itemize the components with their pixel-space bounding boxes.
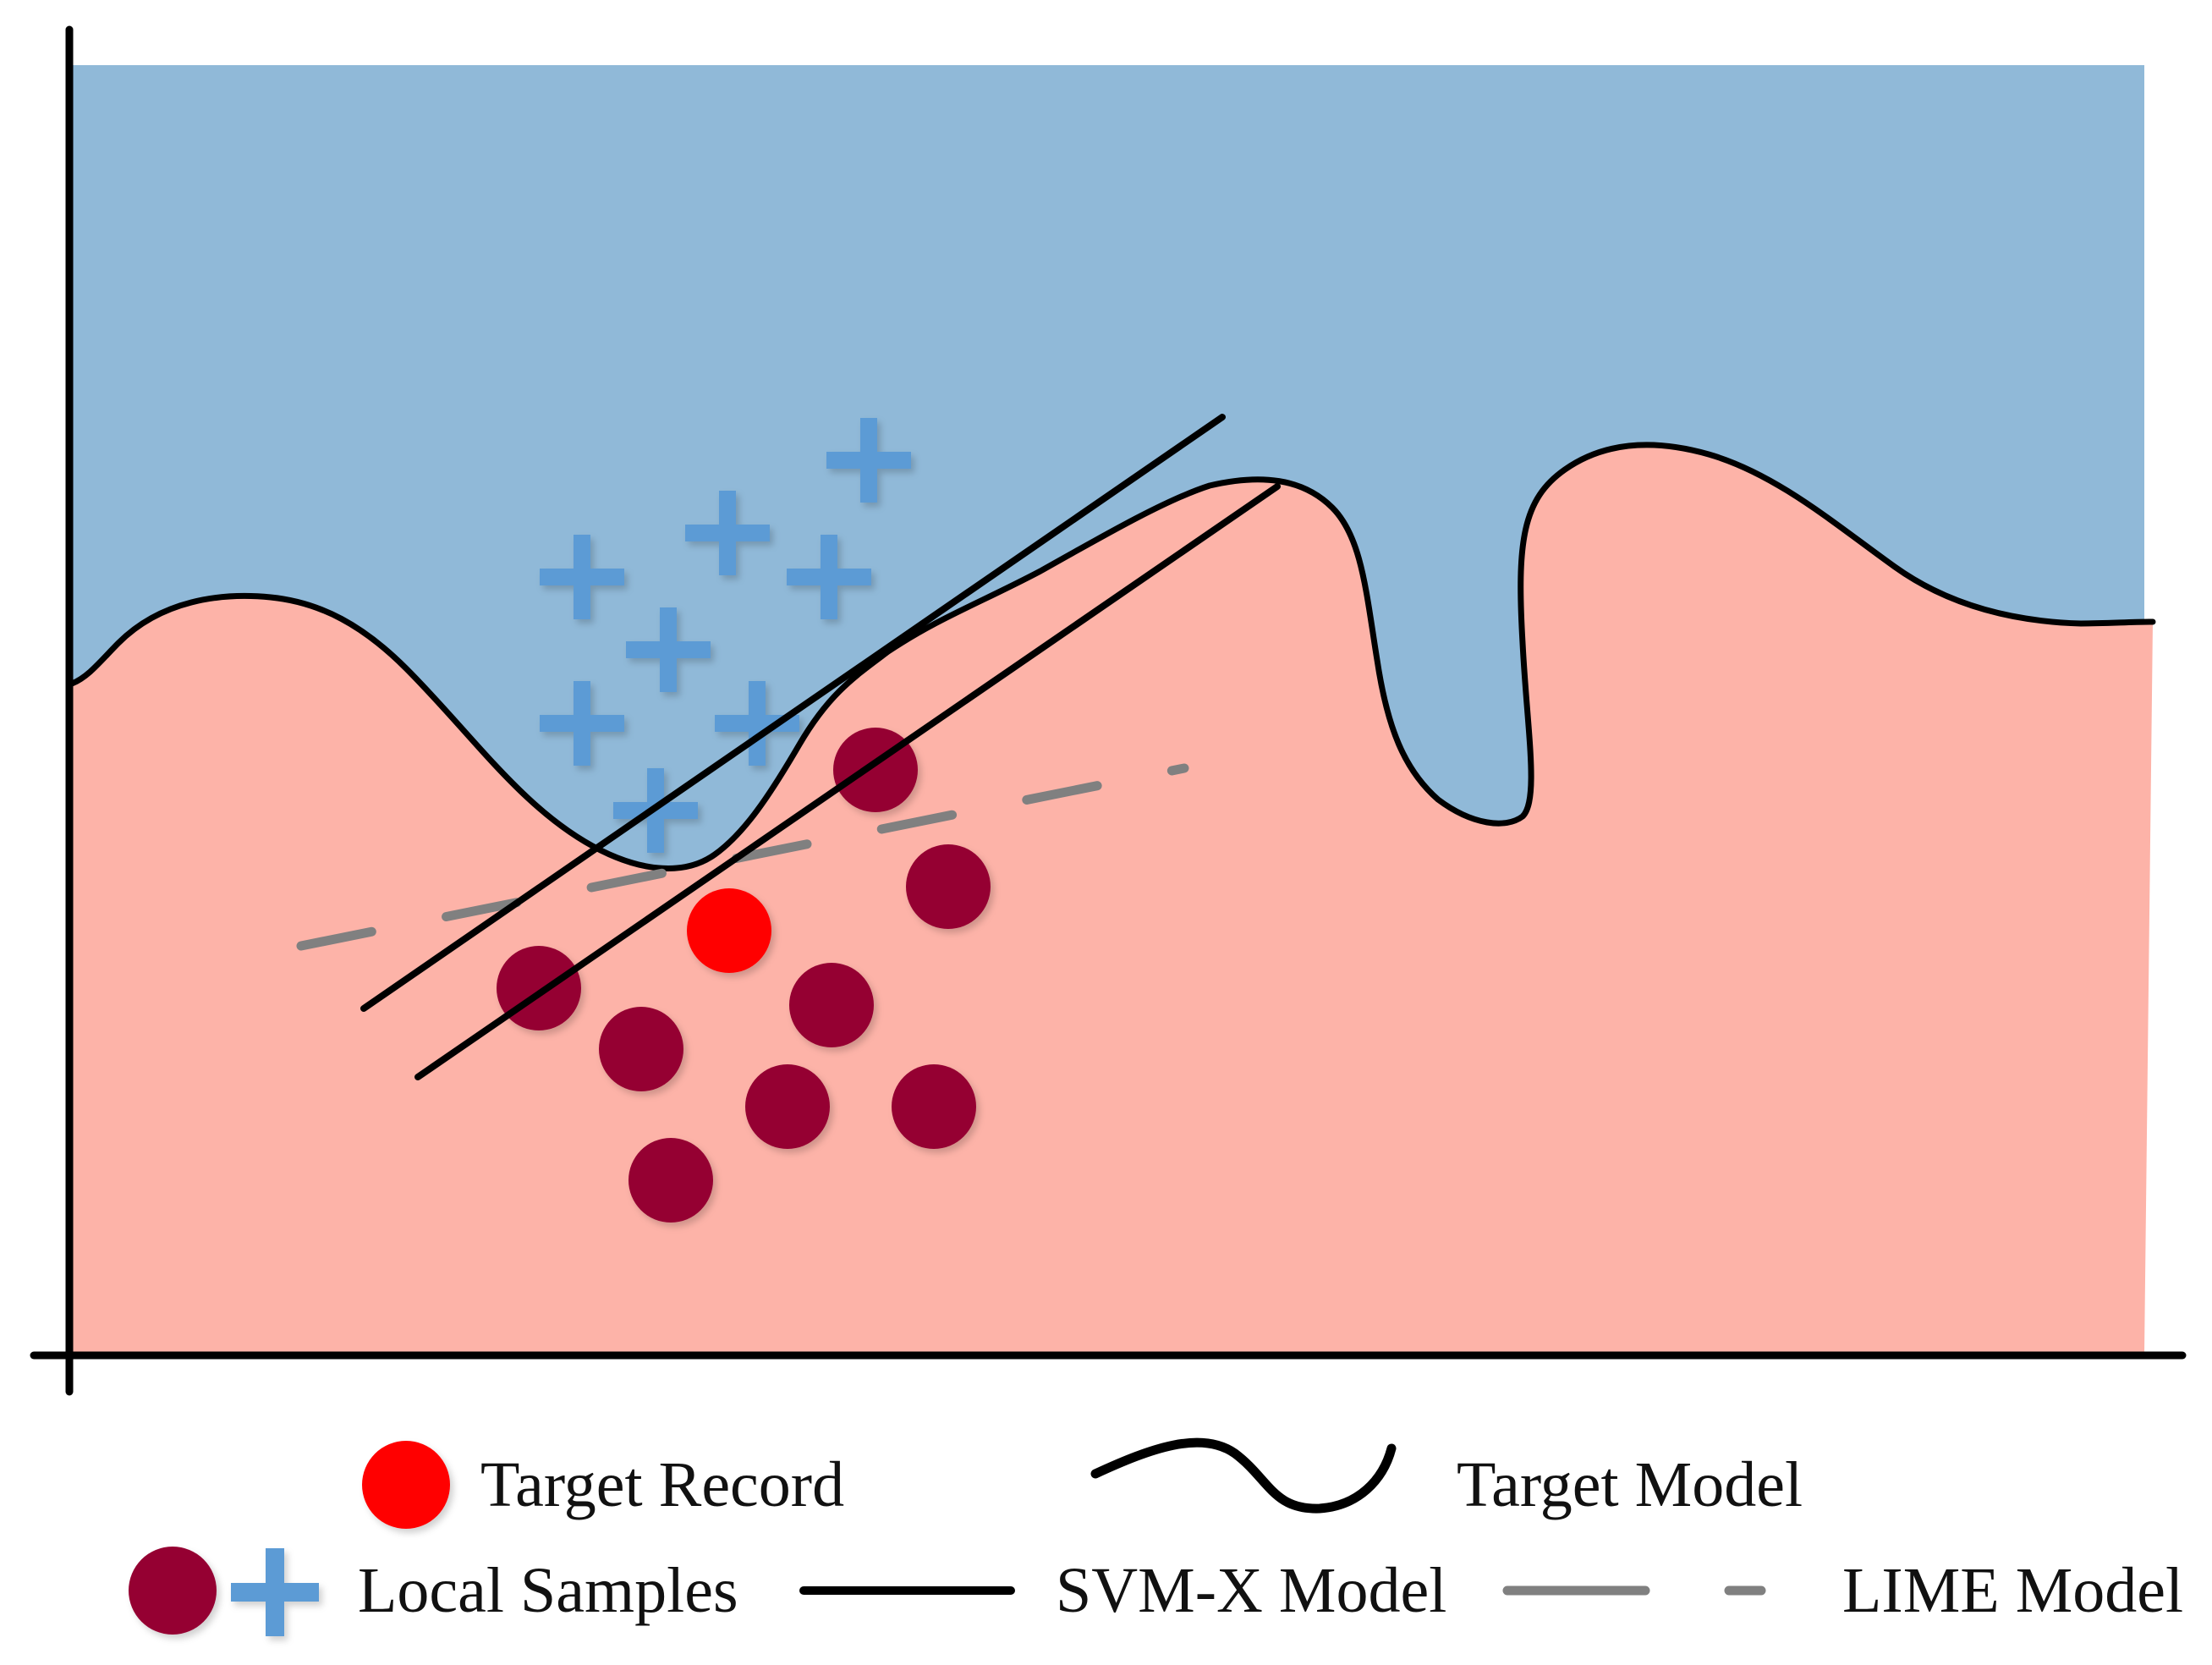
circle-icon [599, 1007, 683, 1091]
circle-icon [745, 1064, 830, 1149]
plus-icon [540, 681, 624, 766]
legend-lime-model-label: LIME Model [1842, 1555, 2183, 1626]
circle-icon [628, 1138, 713, 1223]
circle-icon [789, 963, 874, 1047]
plus-icon [540, 535, 624, 619]
plus-icon [626, 607, 711, 692]
legend-target-model-label: Target Model [1457, 1449, 1803, 1520]
target-model-boundary [69, 442, 2156, 871]
plus-icon [826, 418, 911, 503]
circle-icon [906, 844, 991, 929]
negative-region [72, 444, 2153, 1354]
legend-target-model-swatch [1090, 1437, 1397, 1514]
plus-icon [685, 491, 770, 575]
svm-model-line-upper [360, 414, 1226, 1012]
legend: Target Record Target Model Local Samples… [129, 1437, 2183, 1636]
legend-local-samples-label: Local Samples [358, 1555, 738, 1626]
legend-target-record-label: Target Record [480, 1449, 844, 1520]
plus-icon [787, 535, 871, 619]
svm-model-line-lower [414, 483, 1281, 1080]
legend-svm-model-label: SVM-X Model [1056, 1555, 1446, 1626]
circle-icon [129, 1547, 217, 1635]
target-record-point [687, 888, 771, 973]
red-circle-icon [362, 1441, 450, 1529]
circle-icon [892, 1064, 976, 1149]
plus-icon [231, 1548, 319, 1636]
